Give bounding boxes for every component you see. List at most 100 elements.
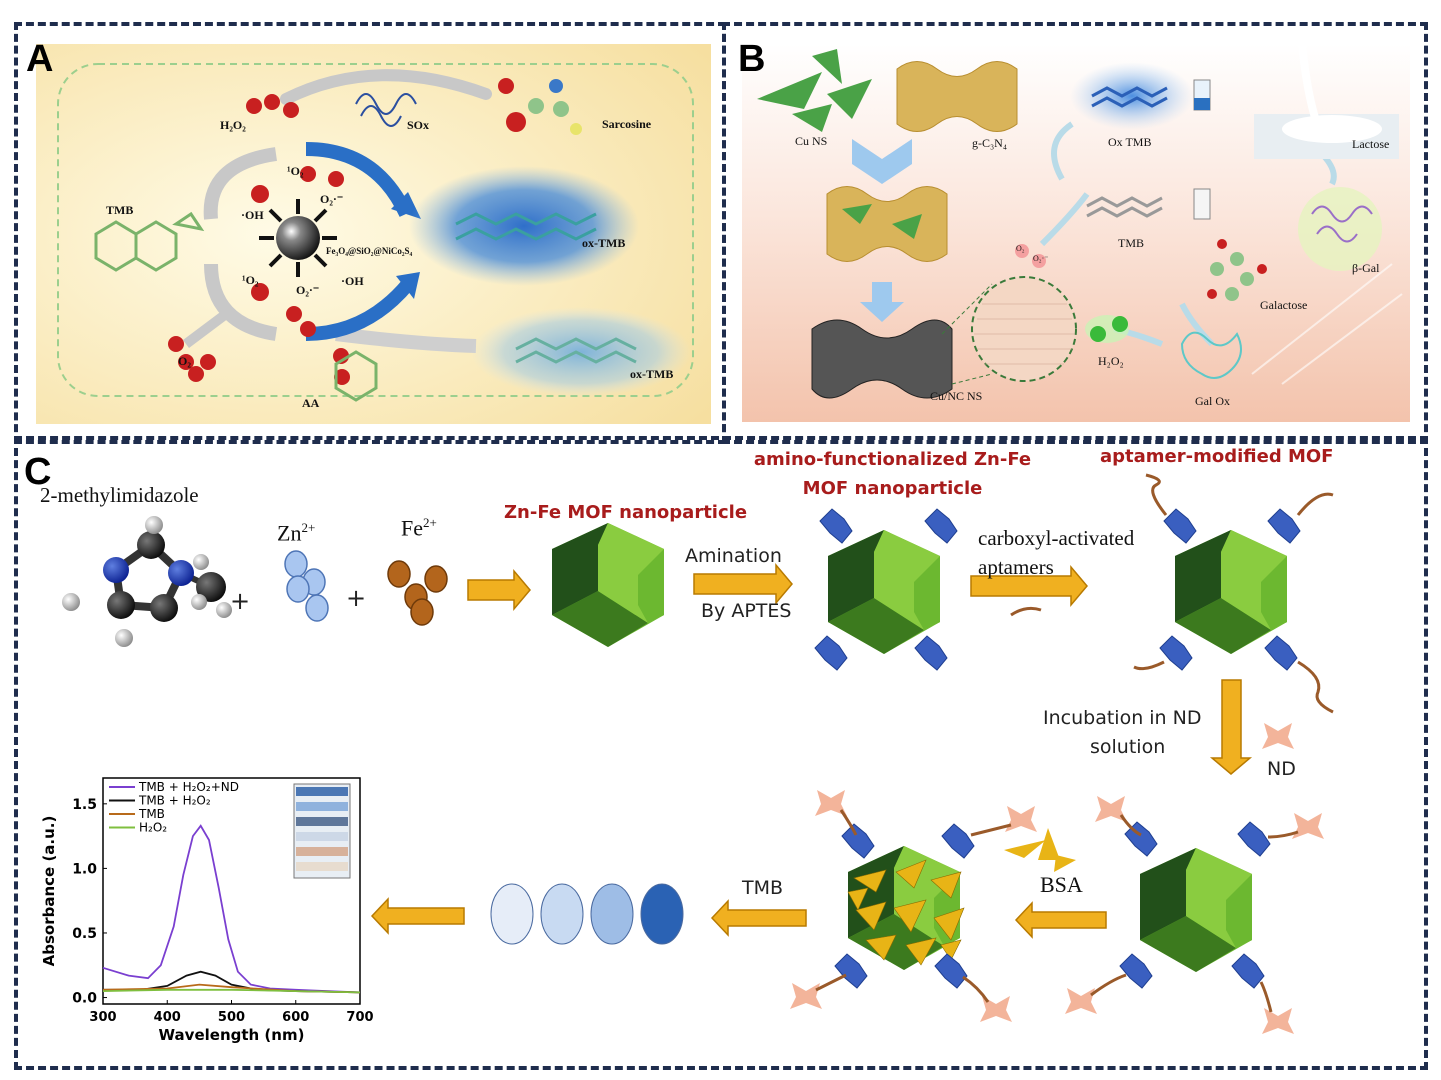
panel-a-letter: A bbox=[26, 38, 54, 80]
g-c3n4-label: g-C₃N₄ bbox=[972, 136, 1008, 150]
o2-label-b: O₂ bbox=[1016, 244, 1025, 253]
beta-gal-enzyme bbox=[1298, 187, 1382, 271]
combine-chevron bbox=[852, 139, 912, 184]
nanozyme-label: Fe₃O₄@SiO₂@NiCo₂S₄ bbox=[326, 246, 413, 256]
x-tick-label-700: 700 bbox=[346, 1010, 373, 1025]
sarcosine-molecule bbox=[498, 78, 582, 135]
y-tick-label-3: 1.5 bbox=[72, 797, 97, 813]
g-c3n4-sheet bbox=[896, 61, 1018, 132]
sox-label: SOx bbox=[407, 118, 430, 132]
fe-symbol: Fe bbox=[401, 515, 423, 541]
series-line-3 bbox=[102, 988, 361, 994]
y-axis-label: Absorbance (a.u.) bbox=[40, 816, 58, 967]
cuvette-band-4 bbox=[296, 847, 348, 856]
synthesis-arrow bbox=[467, 568, 531, 612]
panel-a-illustration bbox=[36, 44, 711, 424]
ox-tmb-molecule bbox=[1091, 86, 1168, 108]
aptamer-arrow bbox=[970, 564, 1088, 608]
bsa-blocked-mof bbox=[790, 790, 1037, 1022]
plus-sign-2: + bbox=[346, 584, 367, 612]
singlet-oxygen-top-label: ¹O₂ bbox=[287, 164, 304, 178]
galactose-molecule bbox=[1207, 239, 1267, 301]
cuvette-band-1 bbox=[296, 802, 348, 811]
cuvette-band-2 bbox=[296, 817, 348, 826]
singlet-oxygen-bottom-label: ¹O₂ bbox=[242, 273, 259, 287]
h2o2-molecule-b bbox=[1085, 315, 1129, 343]
methylimidazole-label: 2-methylimidazole bbox=[40, 483, 199, 507]
nd-label: ND bbox=[1267, 758, 1296, 780]
composite-sheet bbox=[826, 186, 948, 262]
bsa-label: BSA bbox=[1040, 872, 1083, 897]
bsa-shards bbox=[1004, 828, 1076, 872]
legend-label-2: TMB bbox=[138, 807, 165, 821]
zn-fe-mof-cube bbox=[552, 523, 664, 647]
plus-sign-1: + bbox=[230, 587, 251, 615]
incubation-arrow bbox=[1209, 679, 1253, 775]
hydroxyl-top-label: ·OH bbox=[241, 208, 264, 222]
ox-tmb-label: Ox TMB bbox=[1108, 135, 1152, 149]
superoxide-top-label: O₂·⁻ bbox=[320, 192, 344, 206]
panel-c-frame bbox=[14, 436, 1428, 1070]
zn-label: Zn2+ bbox=[277, 520, 315, 546]
zn-charge: 2+ bbox=[301, 520, 316, 535]
series-line-0 bbox=[102, 824, 361, 994]
aa-molecule bbox=[334, 350, 378, 402]
aptamer-mof-title: aptamer-modified MOF bbox=[1100, 446, 1334, 467]
bsa-arrow bbox=[1014, 901, 1107, 939]
y-tick-label-1: 0.5 bbox=[72, 926, 97, 942]
carboxyl-label-line1: carboxyl-activated bbox=[978, 526, 1135, 550]
cu-nc-ns-sheet bbox=[811, 319, 953, 399]
methylimidazole-molecule bbox=[62, 516, 232, 647]
amination-arrow bbox=[693, 562, 793, 606]
ox-tmb-molecule-top bbox=[455, 212, 597, 241]
o2-label: O₂ bbox=[178, 354, 191, 368]
amino-mof-title-line1: amino-functionalized Zn-Fe bbox=[753, 449, 1032, 470]
cuvette-band-0 bbox=[296, 787, 348, 796]
legend-label-3: H₂O₂ bbox=[139, 821, 167, 835]
galactose-label: Galactose bbox=[1260, 298, 1308, 312]
lactose-label: Lactose bbox=[1352, 137, 1390, 151]
tmb-label-b: TMB bbox=[1118, 236, 1145, 250]
x-axis-label: Wavelength (nm) bbox=[159, 1026, 305, 1044]
h2o2-label-b: H₂O₂ bbox=[1098, 354, 1124, 368]
color-ovals bbox=[490, 883, 684, 945]
cuvette-band-5 bbox=[296, 862, 348, 871]
x-tick-label-400: 400 bbox=[154, 1010, 181, 1025]
x-tick-label-500: 500 bbox=[218, 1010, 245, 1025]
tmb-label-c: TMB bbox=[742, 877, 784, 899]
aa-label: AA bbox=[302, 396, 320, 410]
calcination-arrow bbox=[860, 282, 904, 322]
x-tick-label-300: 300 bbox=[89, 1010, 116, 1025]
superoxide-label-b: O₂·⁻ bbox=[1033, 254, 1049, 263]
hydroxyl-bottom-label: ·OH bbox=[341, 274, 364, 288]
panel-c-illustration bbox=[62, 473, 1334, 1034]
readout-arrow bbox=[370, 897, 465, 935]
amino-mof-cube bbox=[828, 530, 940, 654]
gal-ox-enzyme bbox=[1180, 331, 1242, 379]
cuvette-band-3 bbox=[296, 832, 348, 841]
amino-mof-title-line2: MOF nanoparticle bbox=[802, 478, 983, 499]
legend-label-0: TMB + H₂O₂+ND bbox=[138, 780, 239, 794]
x-tick-label-600: 600 bbox=[282, 1010, 309, 1025]
fe-charge: 2+ bbox=[423, 515, 437, 530]
y-tick-label-0: 0.0 bbox=[72, 991, 97, 1007]
incubation-label-line1: Incubation in ND bbox=[1043, 707, 1202, 729]
tmb-arrow bbox=[710, 899, 807, 937]
ox-tmb-top-label: ox-TMB bbox=[582, 236, 626, 250]
cu-ns-label: Cu NS bbox=[795, 134, 828, 148]
panel-b-letter: B bbox=[738, 38, 766, 80]
aptamer-mof-cube bbox=[1175, 530, 1287, 654]
y-tick-label-2: 1.0 bbox=[72, 861, 97, 877]
zinc-ions bbox=[284, 550, 329, 622]
beta-gal-label: β-Gal bbox=[1352, 261, 1380, 275]
nanozyme-sphere bbox=[259, 199, 337, 277]
nd-shape bbox=[1262, 723, 1294, 749]
zn-symbol: Zn bbox=[277, 520, 302, 546]
iron-ions bbox=[387, 560, 448, 626]
nd-bound-mof-cube bbox=[1140, 848, 1252, 972]
legend-label-1: TMB + H₂O₂ bbox=[138, 794, 211, 808]
sarcosine-label: Sarcosine bbox=[602, 117, 652, 131]
cu-ns-sheets bbox=[757, 49, 872, 132]
cu-nc-ns-label: Cu/NC NS bbox=[930, 389, 983, 403]
panel-b-illustration bbox=[742, 44, 1410, 422]
